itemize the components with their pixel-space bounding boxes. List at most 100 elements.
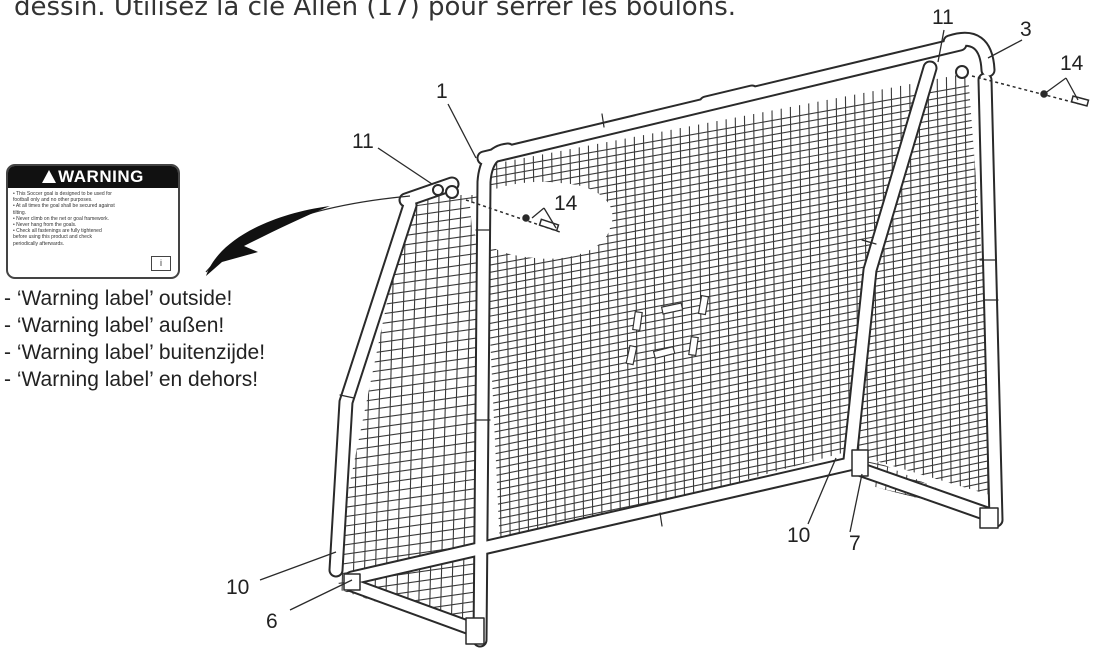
net-strand bbox=[482, 282, 1000, 385]
net-tape-marks bbox=[625, 294, 710, 366]
net-strand bbox=[482, 352, 1000, 458]
net-strand bbox=[334, 280, 482, 304]
net-strand bbox=[334, 449, 482, 473]
net-strand bbox=[482, 373, 1000, 480]
net-strand bbox=[482, 331, 1000, 436]
net-strand bbox=[513, 73, 521, 548]
assembly-instruction: dessin. Utilisez la clé Allen (17) pour … bbox=[14, 0, 737, 22]
net-strand bbox=[482, 226, 1000, 326]
net-strand bbox=[482, 338, 1000, 443]
net-strand bbox=[482, 191, 1000, 290]
net-strand bbox=[482, 184, 1000, 283]
net-strand bbox=[503, 73, 511, 548]
callout-3: 3 bbox=[1020, 18, 1032, 41]
net-strand bbox=[334, 439, 482, 463]
callout-7: 7 bbox=[849, 532, 861, 555]
net-strand bbox=[334, 317, 482, 341]
net-strand bbox=[334, 430, 482, 454]
net-strand bbox=[482, 366, 1000, 472]
note-line: - ‘Warning label’ außen! bbox=[4, 314, 225, 337]
net-strand bbox=[871, 455, 881, 520]
net-strand bbox=[482, 275, 1000, 377]
net-strand bbox=[334, 242, 482, 266]
net-strand bbox=[482, 247, 1000, 348]
callout-10-right: 10 bbox=[787, 524, 811, 547]
net-strand bbox=[450, 194, 462, 635]
net-strand bbox=[941, 455, 951, 520]
net-strand bbox=[482, 268, 1000, 370]
net-strand bbox=[334, 533, 482, 557]
net-strand bbox=[334, 505, 482, 529]
warning-line: football only and no other purposes. bbox=[13, 197, 93, 204]
net-strand bbox=[334, 261, 482, 285]
net-strand bbox=[334, 289, 482, 313]
net-strand bbox=[334, 468, 482, 492]
net-strand bbox=[559, 73, 567, 548]
net-strand bbox=[334, 458, 482, 482]
net-strand bbox=[522, 73, 530, 548]
net-strand bbox=[482, 219, 1000, 319]
warning-label-header: WARNING bbox=[8, 166, 178, 188]
net-strand bbox=[482, 387, 1000, 494]
warning-text-lines: • This Soccer goal is designed to be use… bbox=[8, 188, 178, 247]
note-line: - ‘Warning label’ outside! bbox=[4, 287, 233, 310]
warning-triangle-icon bbox=[42, 170, 57, 183]
net-strand bbox=[482, 422, 1000, 531]
leader-lines bbox=[205, 29, 1079, 611]
net-strand bbox=[482, 261, 1000, 363]
warning-line: • Check all fastenings are fully tighten… bbox=[13, 228, 102, 235]
net-strand bbox=[586, 73, 594, 548]
net-strand bbox=[334, 496, 482, 520]
net-strand bbox=[330, 638, 484, 659]
net-strand bbox=[482, 450, 1000, 548]
net-strand bbox=[931, 455, 941, 520]
net-strand bbox=[334, 486, 482, 510]
callout-14-left: 14 bbox=[554, 192, 578, 215]
net-strand bbox=[482, 485, 1000, 548]
warning-line: • This Soccer goal is designed to be use… bbox=[13, 191, 112, 197]
net-strand bbox=[334, 251, 482, 275]
net-strand bbox=[482, 401, 1000, 509]
net-strand bbox=[482, 240, 1000, 341]
net-strand bbox=[482, 212, 1000, 312]
bolt-parts bbox=[465, 75, 1090, 233]
net-strand bbox=[482, 345, 1000, 450]
callout-14-right: 14 bbox=[1060, 52, 1084, 75]
net-strand bbox=[482, 296, 1000, 399]
net-strand bbox=[334, 308, 482, 332]
goal-frame bbox=[328, 31, 1004, 648]
warning-line: periodically afterwards. bbox=[13, 240, 65, 247]
net-strand bbox=[482, 492, 1000, 548]
net-strand bbox=[850, 530, 1010, 566]
net-strand bbox=[844, 73, 852, 548]
net-strand bbox=[927, 73, 935, 548]
net-strand bbox=[482, 499, 1000, 548]
warning-line: tilting. bbox=[13, 209, 27, 216]
net-strand bbox=[428, 194, 440, 635]
net-strand bbox=[807, 73, 815, 548]
note-line: - ‘Warning label’ buitenzijde! bbox=[4, 341, 266, 364]
net-strand bbox=[334, 411, 482, 435]
net-strand bbox=[963, 73, 971, 548]
net-strand bbox=[482, 233, 1000, 334]
net-strand bbox=[482, 317, 1000, 421]
warning-line: before using this product and check bbox=[13, 234, 92, 241]
net-strand bbox=[482, 394, 1000, 502]
net-strand bbox=[482, 408, 1000, 516]
net-strand bbox=[482, 289, 1000, 392]
net-strand bbox=[482, 303, 1000, 407]
warning-line: • Never climb on the net or goal framewo… bbox=[13, 215, 109, 222]
note-line: - ‘Warning label’ en dehors! bbox=[4, 368, 259, 391]
net-strand bbox=[549, 73, 557, 548]
warning-label: WARNING • This Soccer goal is designed t… bbox=[6, 164, 180, 279]
net-strand bbox=[540, 73, 548, 548]
net-strand bbox=[482, 254, 1000, 356]
warning-line: • Never hang from the goals. bbox=[13, 222, 77, 229]
net-strand bbox=[853, 73, 861, 548]
net-strand bbox=[334, 477, 482, 501]
callout-11-left: 11 bbox=[352, 130, 374, 153]
net-strand bbox=[334, 327, 482, 351]
net-strand bbox=[334, 515, 482, 539]
